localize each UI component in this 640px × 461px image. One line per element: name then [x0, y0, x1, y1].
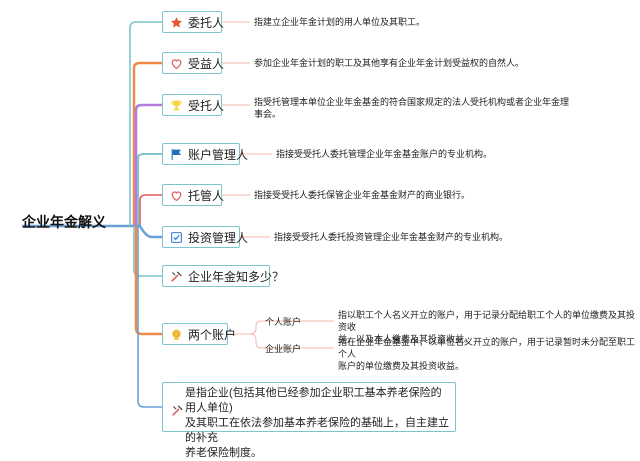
node-label: 企业年金知多少？ — [188, 269, 285, 284]
branch-account-manager — [137, 153, 162, 226]
node-how-much[interactable]: 企业年金知多少？ — [162, 265, 284, 287]
definition-node[interactable]: 是指企业(包括其他已经参加企业职工基本养老保险的用人单位) 及其职工在依法参加基… — [162, 382, 456, 459]
branch-definition — [137, 226, 162, 408]
connector-lines — [22, 21, 334, 408]
desc-beneficiary: 参加企业年金计划的职工及其他享有企业年金计划受益权的自然人。 — [254, 58, 525, 68]
branch-custodian — [139, 194, 162, 226]
branch-beneficiary — [132, 61, 162, 226]
desc-account-manager: 指接受受托人委托管理企业年金基金账户的专业机构。 — [276, 149, 493, 159]
node-custodian[interactable]: 托管人 — [162, 184, 225, 206]
account-personal-desc: 指以职工个人名义开立的账户，用于记录分配给职工个人的单位缴费及其投资收 益，以及… — [338, 310, 636, 344]
desc-principal: 指建立企业年金计划的用人单位及其职工。 — [254, 17, 426, 27]
node-label: 受益人 — [188, 56, 225, 71]
node-account-manager[interactable]: 账户管理人 — [162, 143, 248, 165]
node-label: 托管人 — [188, 188, 225, 203]
tools-icon — [171, 404, 184, 417]
branch-two-accounts — [134, 226, 162, 336]
account-enterprise-label: 企业账户 — [265, 344, 302, 354]
checkbox-icon — [169, 230, 183, 244]
trunk-upper — [129, 21, 162, 226]
branch-trustee — [134, 103, 162, 226]
root-topic: 企业年金解义 — [22, 214, 106, 230]
node-label: 投资管理人 — [188, 230, 249, 245]
tools-icon — [169, 269, 183, 283]
node-label: 受托人 — [188, 98, 225, 113]
trophy-icon — [169, 98, 183, 112]
heart-outline-icon — [169, 188, 183, 202]
node-two-accounts[interactable]: 两个账户 — [162, 323, 236, 345]
mind-map: 企业年金解义 委托人 指建立企业年金计划的用人单位及其职工。 受益人 参加企业年… — [22, 11, 636, 459]
definition-text: 是指企业(包括其他已经参加企业职工基本养老保险的用人单位) 及其职工在依法参加基… — [185, 387, 449, 459]
flag-icon — [169, 147, 183, 161]
account-personal-label: 个人账户 — [265, 317, 302, 327]
node-beneficiary[interactable]: 受益人 — [162, 52, 225, 74]
desc-investment-manager: 指接受受托人委托投资管理企业年金基金财产的专业机构。 — [274, 232, 509, 242]
node-label: 两个账户 — [188, 327, 237, 342]
desc-trustee: 指受托管理本单位企业年金基金的符合国家规定的法人受托机构或者企业年金理 事会。 — [254, 97, 570, 119]
heart-icon — [169, 56, 183, 70]
node-principal[interactable]: 委托人 — [162, 11, 225, 33]
account-enterprise-desc: 指在企业年金基金中，以单位名义开立的账户，用于记录暂时未分配至职工个人 账户的单… — [338, 337, 636, 371]
star-icon — [169, 15, 183, 29]
node-investment-manager[interactable]: 投资管理人 — [162, 226, 248, 248]
node-trustee[interactable]: 受托人 — [162, 94, 225, 116]
node-label: 委托人 — [188, 15, 225, 30]
medal-icon — [169, 327, 183, 341]
desc-custodian: 指接受受托人委托保管企业年金基金财产的商业银行。 — [254, 190, 471, 200]
branch-investment — [130, 224, 162, 239]
node-label: 账户管理人 — [188, 147, 249, 162]
